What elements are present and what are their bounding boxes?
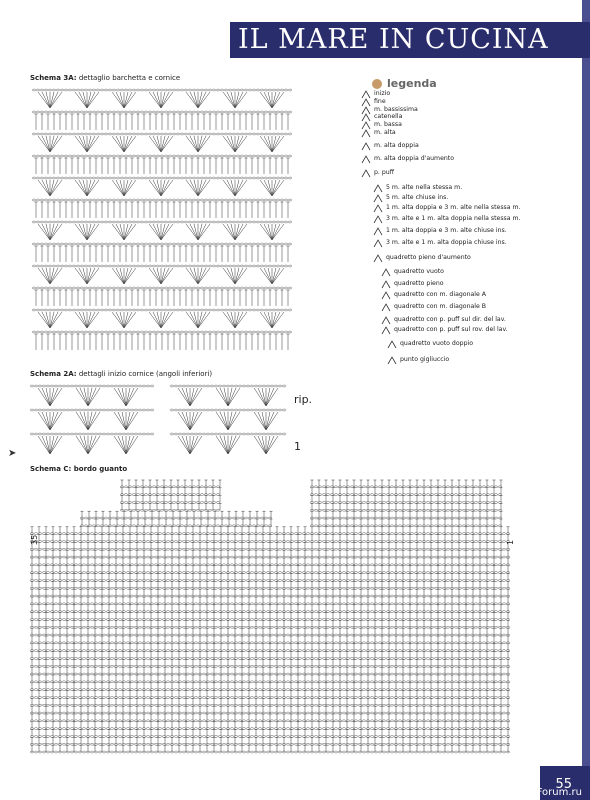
schema-2a-label-text: dettagli inizio cornice (angoli inferior… bbox=[76, 370, 213, 378]
schema-c-label-bold: Schema C: bordo guanto bbox=[30, 465, 128, 473]
legend-symbol-icon bbox=[380, 291, 408, 301]
schema-3a-label-bold: Schema 3A: bbox=[30, 74, 77, 82]
page-number-box bbox=[540, 766, 590, 800]
legend-symbol-icon bbox=[372, 184, 400, 194]
page-edge-strip bbox=[582, 0, 590, 800]
legend-item-label: 3 m. alte e 1 m. alta doppia chiuse ins. bbox=[386, 239, 507, 246]
legend-item-label: quadretto vuoto bbox=[394, 268, 444, 275]
page-title: IL MARE IN CUCINA bbox=[238, 24, 549, 55]
legend-symbol-icon bbox=[360, 129, 388, 139]
schema-3a-chart bbox=[32, 88, 292, 350]
legend-item-label: 5 m. alte chiuse ins. bbox=[386, 194, 449, 201]
legend-symbol-icon bbox=[372, 194, 400, 204]
legend-title-text: legenda bbox=[387, 77, 437, 90]
legend-symbol-icon bbox=[386, 356, 414, 366]
legend-symbol-icon bbox=[360, 106, 388, 116]
legend-item-label: punto gigliuccio bbox=[400, 356, 450, 363]
legend-item-label: 5 m. alte nella stessa m. bbox=[386, 184, 463, 191]
legend-item-label: quadretto con m. diagonale B bbox=[394, 303, 487, 310]
legend-title: legenda bbox=[372, 77, 437, 90]
row-number-35: 35 bbox=[30, 534, 39, 545]
legend-symbol-icon bbox=[360, 113, 388, 123]
watermark: PassionForum.ru bbox=[499, 787, 582, 798]
legend-symbol-icon bbox=[386, 340, 414, 350]
legend-item-label: quadretto con m. diagonale A bbox=[394, 291, 487, 298]
legend-item-label: quadretto pieno bbox=[394, 280, 444, 287]
legend-item-label: p. puff bbox=[374, 169, 394, 176]
schema-c-label: Schema C: bordo guanto bbox=[30, 465, 127, 473]
start-arrow-icon: ➤ bbox=[8, 448, 17, 459]
legend-item-label: m. bassa bbox=[374, 121, 402, 128]
schema-2a-label-bold: Schema 2A: bbox=[30, 370, 77, 378]
legend-item-label: inizio bbox=[374, 90, 391, 97]
legend-item-label: quadretto con p. puff sul rov. del lav. bbox=[394, 326, 508, 333]
legend-symbol-icon bbox=[372, 215, 400, 225]
legend-symbol-icon bbox=[372, 227, 400, 237]
legend-symbol-icon bbox=[380, 303, 408, 313]
repeat-marker: rip. bbox=[294, 393, 313, 406]
schema-2a-chart-left bbox=[30, 384, 154, 455]
legend-item-label: m. alta doppia d'aumento bbox=[374, 155, 455, 162]
legend-item-label: quadretto pieno d'aumento bbox=[386, 254, 471, 261]
legend-symbol-icon bbox=[372, 204, 400, 214]
schema-c-chart bbox=[30, 479, 510, 754]
legend-item-label: quadretto con p. puff sul dir. del lav. bbox=[394, 316, 506, 323]
legend-symbol-icon bbox=[372, 254, 400, 264]
header-bar bbox=[230, 22, 590, 58]
legend-symbol-icon bbox=[380, 268, 408, 278]
legend-item-label: m. alta doppia bbox=[374, 142, 419, 149]
legend-dot-icon bbox=[372, 78, 382, 89]
legend-item-label: 3 m. alte e 1 m. alta doppia nella stess… bbox=[386, 215, 521, 222]
legend-symbol-icon bbox=[360, 90, 388, 100]
legend-symbol-icon bbox=[380, 316, 408, 326]
legend-symbol-icon bbox=[360, 121, 388, 131]
schema-2a-label: Schema 2A: dettagli inizio cornice (ango… bbox=[30, 370, 212, 378]
legend-symbol-icon bbox=[360, 98, 388, 108]
legend-symbol-icon bbox=[360, 142, 388, 152]
legend-symbol-icon bbox=[380, 280, 408, 290]
legend-item-label: quadretto vuoto doppio bbox=[400, 340, 474, 347]
legend-item-label: catenella bbox=[374, 113, 403, 120]
page-number: 55 bbox=[555, 777, 572, 792]
legend-item-label: 1 m. alta doppia e 3 m. alte chiuse ins. bbox=[386, 227, 507, 234]
legend-symbol-icon bbox=[372, 239, 400, 249]
legend-item-label: m. bassissima bbox=[374, 106, 418, 113]
schema-3a-label: Schema 3A: dettaglio barchetta e cornice bbox=[30, 74, 180, 82]
legend-item-label: m. alta bbox=[374, 129, 396, 136]
legend-item-label: fine bbox=[374, 98, 386, 105]
schema-3a-label-text: dettaglio barchetta e cornice bbox=[76, 74, 181, 82]
legend-symbol-icon bbox=[360, 169, 388, 179]
legend-item-label: 1 m. alta doppia e 3 m. alte nella stess… bbox=[386, 204, 521, 211]
row-marker-1: 1 bbox=[294, 440, 301, 453]
row-number-1: 1 bbox=[506, 539, 515, 545]
schema-2a-chart-right bbox=[170, 384, 286, 455]
legend-symbol-icon bbox=[360, 155, 388, 165]
legend-symbol-icon bbox=[380, 326, 408, 336]
